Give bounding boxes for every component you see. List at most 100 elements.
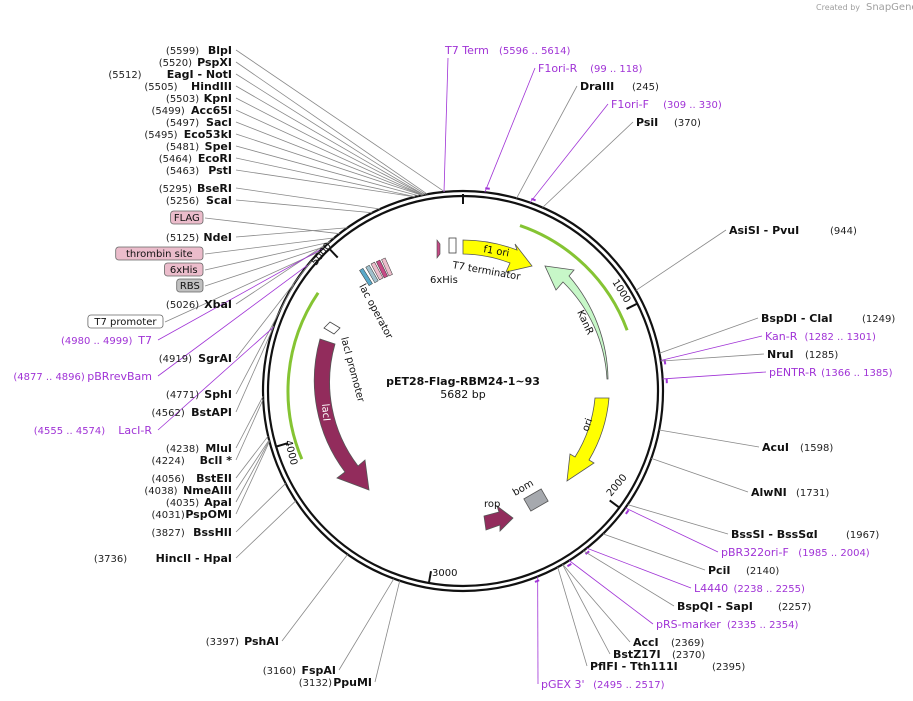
site-nmeaiii[interactable]: NmeAIII(4038) [144, 484, 232, 497]
site-position: (944) [830, 226, 857, 237]
site-name: AccI [633, 636, 659, 649]
site-name: MluI [205, 442, 232, 455]
site-pspomi[interactable]: PspOMI(4031) [152, 508, 232, 521]
ori-arrow[interactable] [566, 397, 610, 482]
leader-line [235, 169, 416, 198]
site-bsshii[interactable]: BssHII(3827) [152, 526, 232, 539]
site-position: (5495) [144, 130, 177, 141]
site-asisi[interactable]: AsiSI - PvuI(944) [729, 224, 857, 237]
site-fspai[interactable]: FspAI(3160) [263, 664, 336, 677]
site-bstz17i[interactable]: BstZ17I(2370) [613, 648, 705, 661]
primer-name: LacI-R [118, 424, 152, 437]
site-spei[interactable]: SpeI(5481) [166, 140, 232, 153]
primer-name: T7 [137, 334, 152, 347]
site-pflfi[interactable]: PflFI - Tth111I(2395) [590, 660, 745, 673]
site-acui[interactable]: AcuI(1598) [762, 441, 833, 454]
site-ndei[interactable]: NdeI(5125) [166, 231, 232, 244]
site-saci[interactable]: SacI(5497) [166, 116, 232, 129]
rop-arrow[interactable] [483, 504, 514, 532]
primer-lacir[interactable]: LacI-R(4555 .. 4574) [34, 424, 153, 437]
site-bsssi[interactable]: BssSI - BssSαI(1967) [731, 528, 879, 541]
label-ori: ori [580, 417, 595, 433]
site-bsteii[interactable]: BstEII(4056) [152, 472, 232, 485]
site-xbai[interactable]: XbaI(5026) [166, 298, 232, 311]
site-bseri[interactable]: BseRI(5295) [159, 182, 232, 195]
leader-line [157, 247, 324, 341]
site-hincii[interactable]: HincII - HpaI(3736) [94, 552, 232, 565]
site-name: BssSI - BssSαI [731, 528, 818, 541]
leader-line [235, 73, 426, 195]
site-bstapi[interactable]: BstAPI(4562) [152, 406, 232, 419]
laci-promoter-marker[interactable] [323, 321, 341, 335]
leader-line [235, 440, 270, 503]
site-sgrai[interactable]: SgrAI(4919) [159, 352, 232, 365]
primer-name: L4440 [694, 582, 728, 595]
feature-rbs[interactable]: RBS [176, 278, 204, 293]
primer-bind-mark [584, 550, 590, 555]
leader-line [235, 97, 424, 196]
lac-operator-cluster[interactable] [359, 257, 393, 287]
leader-line [204, 246, 325, 287]
leader-line [157, 326, 274, 431]
primer-l4440[interactable]: L4440(2238 .. 2255) [694, 582, 805, 595]
site-psti[interactable]: PstI(5463) [166, 164, 232, 177]
primer-range: (1282 .. 1301) [805, 332, 877, 343]
feature-box [170, 210, 204, 225]
site-nrui[interactable]: NruI(1285) [767, 348, 838, 361]
primer-pentrr[interactable]: pENTR-R(1366 .. 1385) [769, 366, 893, 379]
leader-line [235, 145, 420, 197]
site-sphi[interactable]: SphI(4771) [166, 388, 232, 401]
his-tag-marker[interactable] [436, 239, 441, 259]
site-position: (1285) [805, 350, 838, 361]
site-pcii[interactable]: PciI(2140) [708, 564, 779, 577]
site-apai[interactable]: ApaI(4035) [166, 496, 232, 509]
site-draiii[interactable]: DraIII(245) [580, 80, 659, 93]
primer-t7[interactable]: T7(4980 .. 4999) [61, 334, 152, 347]
primer-pbr322orif[interactable]: pBR322ori-F(1985 .. 2004) [721, 546, 870, 559]
site-bspqi[interactable]: BspQI - SapI(2257) [677, 600, 811, 613]
site-position: (2370) [672, 650, 705, 661]
site-ppumi[interactable]: PpuMI(3132) [299, 676, 372, 689]
site-acci[interactable]: AccI(2369) [633, 636, 704, 649]
primer-kanr[interactable]: Kan-R(1282 .. 1301) [765, 330, 876, 343]
f1-ori-arrow[interactable] [462, 239, 533, 273]
bom-box[interactable] [523, 488, 549, 512]
primer-f1orir[interactable]: F1ori-R(99 .. 118) [538, 62, 643, 75]
t7-terminator-marker[interactable] [448, 237, 457, 254]
site-name: PflFI - Tth111I [590, 660, 678, 673]
site-kpni[interactable]: KpnI(5503) [166, 92, 232, 105]
site-blpi[interactable]: BlpI(5599) [166, 44, 232, 57]
primer-range: (99 .. 118) [590, 64, 642, 75]
primer-t7-term[interactable]: T7 Term (5596 .. 5614) [444, 44, 571, 57]
feature-t7-promoter[interactable]: T7 promoter [87, 314, 164, 329]
site-position: (5599) [166, 46, 199, 57]
leader-line [651, 457, 749, 493]
primer-range: (1366 .. 1385) [821, 368, 893, 379]
site-eagi[interactable]: EagI - NotI(5512) [108, 68, 232, 81]
site-ecori[interactable]: EcoRI(5464) [159, 152, 232, 165]
feature-thrombin-site[interactable]: thrombin site [115, 246, 204, 261]
primer-prsmarker[interactable]: pRS-marker(2335 .. 2354) [656, 618, 799, 631]
site-acc65i[interactable]: Acc65I(5499) [152, 104, 232, 117]
site-position: (1598) [800, 443, 833, 454]
site-bcli[interactable]: BclI *(4224) [152, 454, 233, 467]
site-pshai[interactable]: PshAI(3397) [206, 635, 279, 648]
feature-flag[interactable]: FLAG [170, 210, 204, 225]
site-hindiii[interactable]: HindIII(5505) [144, 80, 232, 93]
primer-pbrrevbam[interactable]: pBRrevBam(4877 .. 4896) [13, 370, 152, 383]
feature-6xhis[interactable]: 6xHis [164, 262, 204, 277]
kanr-arrow[interactable] [544, 265, 609, 380]
site-name: Eco53kI [184, 128, 232, 141]
site-name: EagI - NotI [167, 68, 232, 81]
site-alwni[interactable]: AlwNI(1731) [751, 486, 829, 499]
site-scai[interactable]: ScaI(5256) [166, 194, 232, 207]
site-eco53ki[interactable]: Eco53kI (5495) [144, 128, 232, 141]
site-mlui[interactable]: MluI(4238) [166, 442, 232, 455]
laci-arrow[interactable] [313, 338, 370, 491]
site-psii[interactable]: PsiI(370) [636, 116, 701, 129]
primer-f1orif[interactable]: F1ori-F(309 .. 330) [611, 98, 722, 111]
site-pspxi[interactable]: PspXI(5520) [159, 56, 232, 69]
plasmid-name: pET28-Flag-RBM24-1~93 [386, 375, 540, 388]
primer-pgex[interactable]: pGEX 3'(2495 .. 2517) [541, 678, 665, 691]
site-bspdi[interactable]: BspDI - ClaI(1249) [761, 312, 895, 325]
